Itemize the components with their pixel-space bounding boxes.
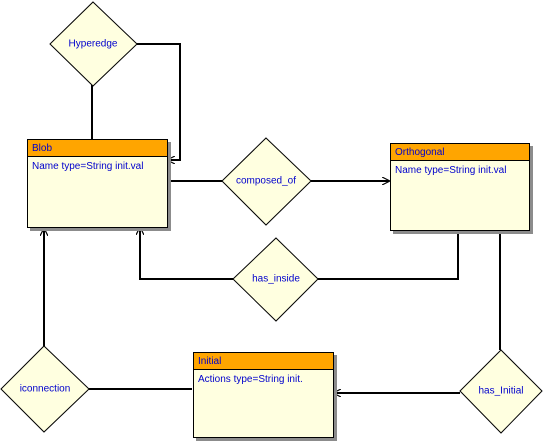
- edge-hyperedge-to-blob-arrow: [137, 43, 181, 160]
- iconnection-diamond[interactable]: [0, 345, 90, 433]
- orthogonal-entity-title: Orthogonal: [391, 144, 529, 161]
- composed-of-label: composed_of: [235, 175, 297, 187]
- hyperedge-diamond[interactable]: [49, 1, 138, 87]
- orthogonal-entity[interactable]: Orthogonal Name type=String init.val: [390, 143, 530, 231]
- orthogonal-entity-attribute: Name type=String init.val: [395, 165, 507, 176]
- blob-entity[interactable]: Blob Name type=String init.val: [27, 139, 168, 228]
- edge-orthogonal-to-has-inside: [318, 231, 459, 280]
- composed-of-diamond[interactable]: [221, 137, 312, 226]
- has-inside-diamond[interactable]: [232, 237, 319, 322]
- has-initial-diamond[interactable]: [459, 349, 543, 434]
- has-inside-label: has_inside: [252, 273, 300, 285]
- blob-entity-title: Blob: [28, 140, 167, 157]
- initial-entity[interactable]: Initial Actions type=String init.: [193, 352, 334, 438]
- hyperedge-label: Hyperedge: [68, 38, 118, 50]
- has-initial-label: has_Initial: [478, 385, 524, 397]
- initial-entity-title: Initial: [194, 353, 333, 370]
- initial-entity-attribute: Actions type=String init.: [198, 374, 303, 385]
- blob-entity-attribute: Name type=String init.val: [32, 161, 144, 172]
- iconnection-label: iconnection: [19, 383, 71, 395]
- edge-has-inside-to-blob: [140, 228, 233, 280]
